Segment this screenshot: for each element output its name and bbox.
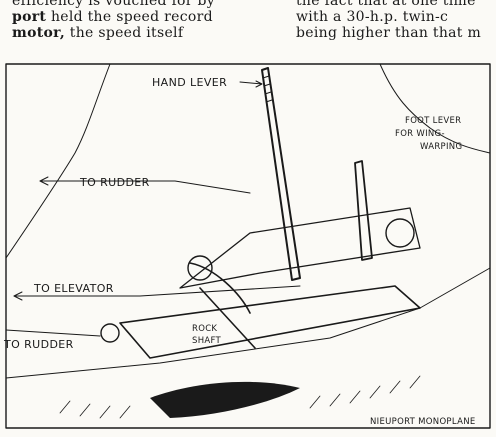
wire-to-rudder-top (39, 180, 251, 194)
label-foot-lever-1: FOOT LEVER (405, 116, 461, 126)
illustration-border (5, 63, 491, 429)
text-line: motor, the speed itself (12, 25, 240, 41)
label-hand-lever: HAND LEVER (152, 76, 227, 89)
label-foot-lever-3: WARPING (420, 142, 462, 152)
hand-lever (261, 67, 301, 281)
text-line: efficiency is vouched for by (12, 0, 215, 9)
foot-lever (354, 160, 373, 261)
label-rock-shaft-2: SHAFT (192, 336, 222, 346)
fuselage-outline-right (379, 63, 491, 154)
text-line-rest: the speed itself (69, 25, 184, 41)
wire-to-rudder-bottom (5, 329, 101, 337)
text-column-right: the fact that at one time with a 30-h.p.… (296, 0, 496, 41)
seat-frame (179, 207, 421, 289)
label-to-rudder-bottom: TO RUDDER (3, 338, 74, 351)
text-line: port held the speed record (12, 9, 240, 25)
floor-board (119, 285, 421, 359)
illustration: HAND LEVER FOOT LEVER FOR WING- WARPING … (0, 58, 496, 437)
cockpit-drawing: HAND LEVER FOOT LEVER FOR WING- WARPING … (3, 63, 491, 429)
text-line-start: port (12, 9, 47, 25)
fuselage-outline-left (5, 63, 111, 259)
caption: NIEUPORT MONOPLANE (370, 417, 476, 427)
text-line-rest: held the speed record (50, 9, 213, 25)
text-line: with a 30-h.p. twin-c (296, 9, 449, 25)
rock-shaft (189, 262, 256, 349)
arrow-to-rudder-top (39, 176, 49, 186)
arrow-hand-lever (239, 80, 263, 88)
label-to-elevator: TO ELEVATOR (33, 282, 114, 295)
hand-lever-grip (261, 67, 273, 103)
hatching (59, 375, 421, 419)
text-column-left: efficiency is vouched for by port held t… (12, 0, 240, 41)
pulley-left (100, 323, 120, 343)
text-line: the fact that at one time (296, 0, 476, 9)
floor-shadow (150, 381, 300, 418)
text-line-start: motor, (12, 25, 65, 41)
pulley-right (385, 218, 415, 248)
label-foot-lever-2: FOR WING- (395, 129, 445, 139)
arrow-to-elevator (13, 291, 23, 301)
wire-to-elevator (13, 285, 301, 297)
rock-shaft-pulley (187, 255, 213, 281)
fuselage-side-line (5, 267, 491, 379)
text-line: being higher than that m (296, 25, 482, 41)
label-to-rudder-top: TO RUDDER (79, 176, 150, 189)
label-rock-shaft-1: ROCK (192, 324, 217, 334)
